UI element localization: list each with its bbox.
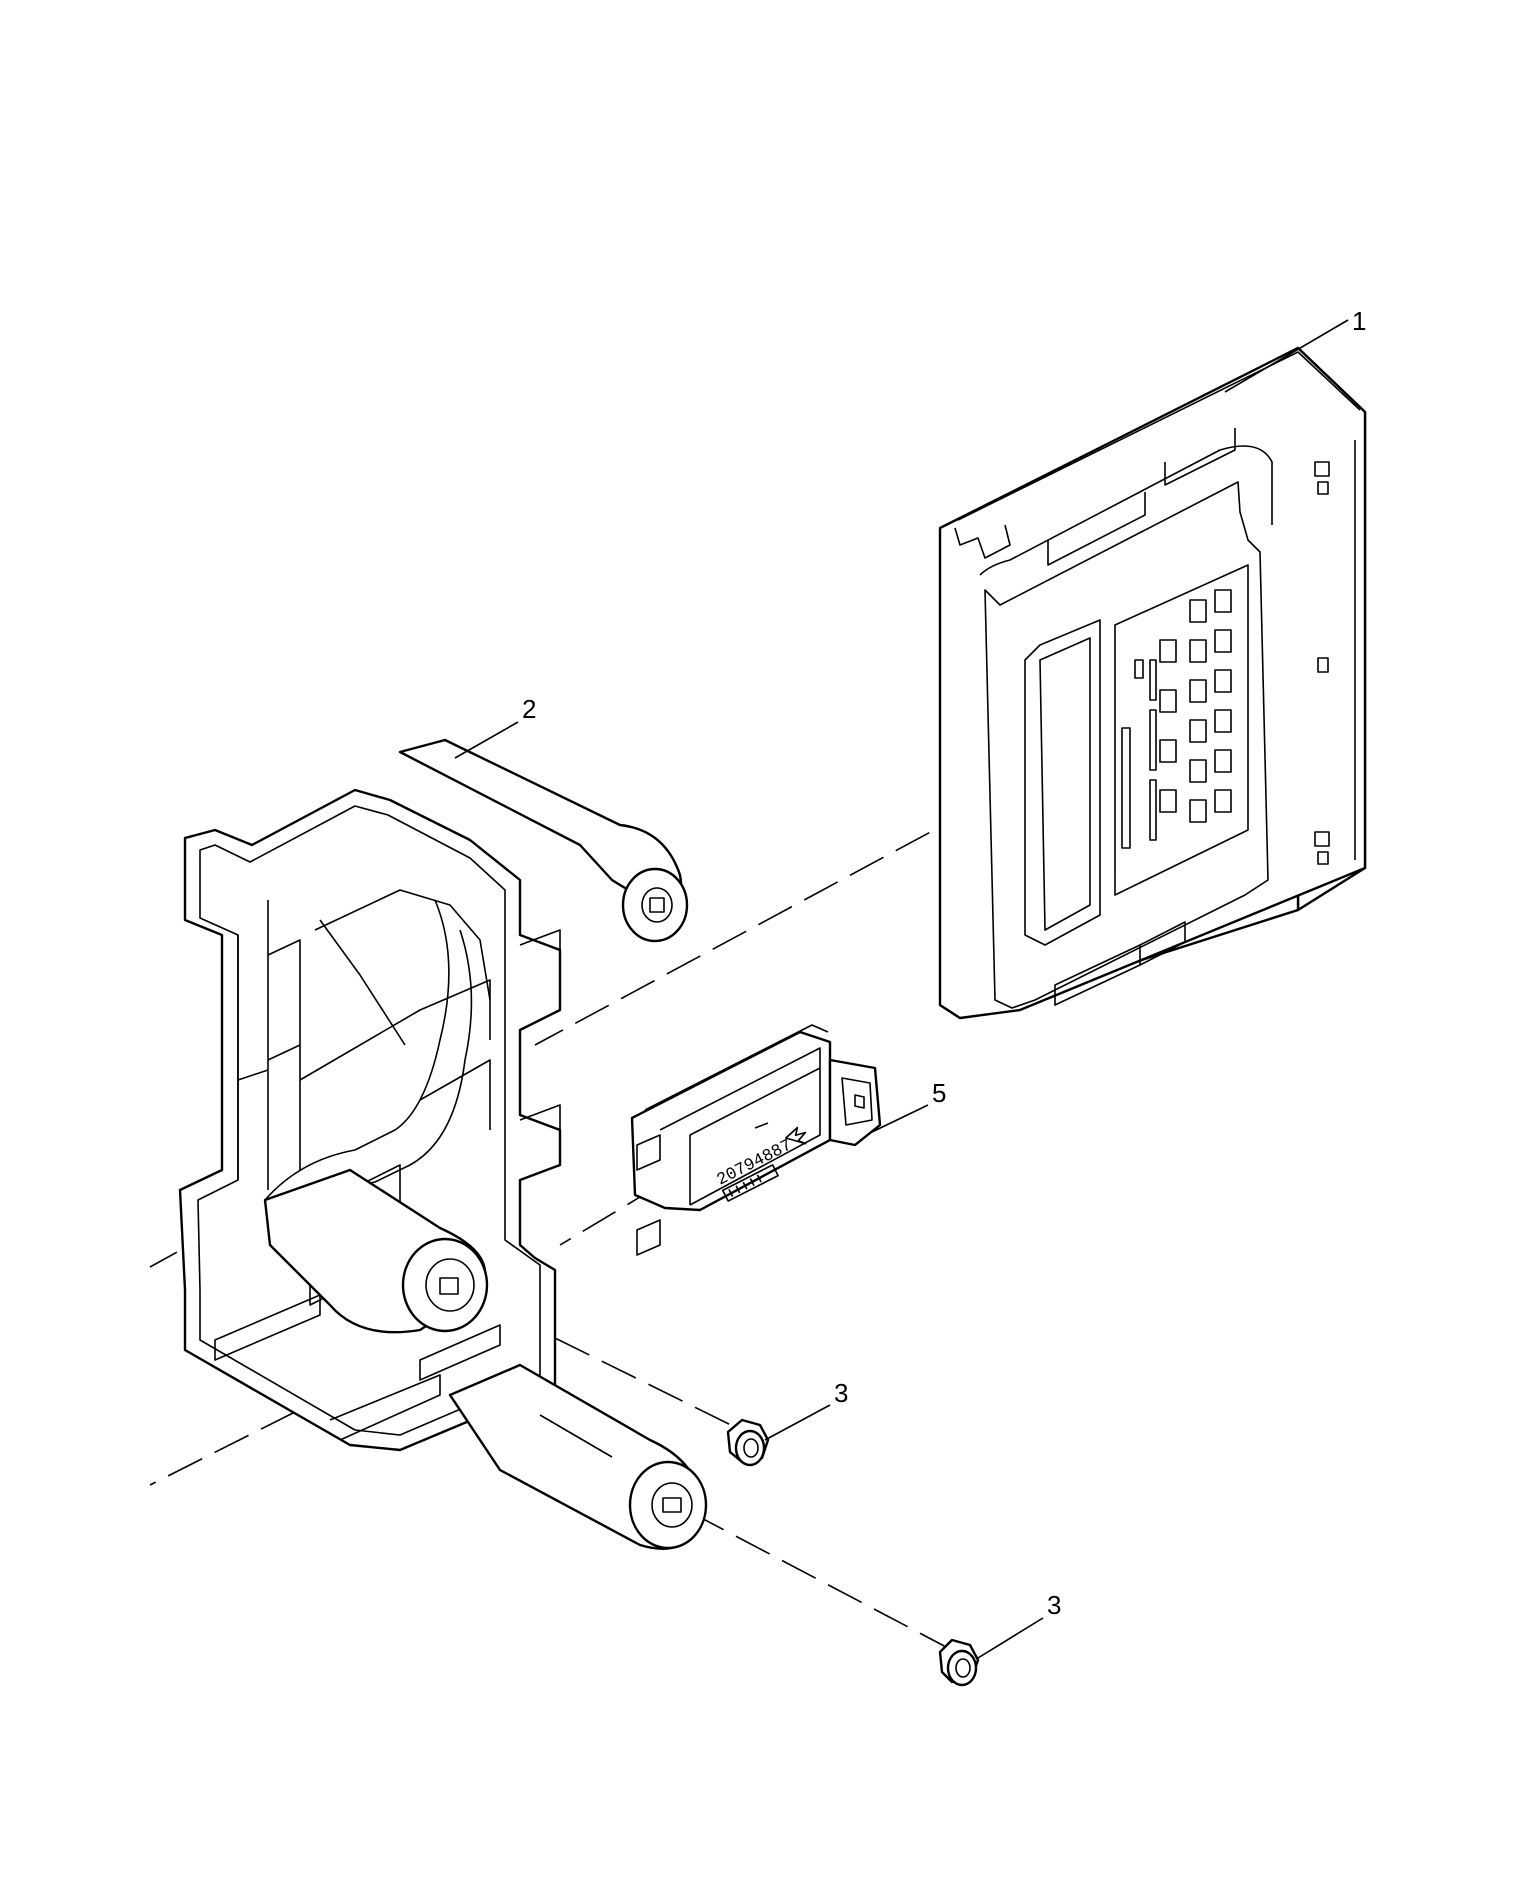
connector-pin-grid	[1121, 589, 1232, 849]
callout-3-upper: 3	[834, 1378, 848, 1408]
leader-line-1	[1224, 319, 1349, 393]
nut-part-3-lower	[938, 1638, 980, 1687]
callout-3-lower: 3	[1047, 1590, 1061, 1620]
leader-line-3-upper	[764, 1404, 831, 1441]
leader-line-2	[454, 721, 519, 759]
callouts: 1 2 3 3 5	[454, 306, 1366, 1659]
assembly-line-lower-nut	[689, 1511, 949, 1649]
leader-line-3-lower	[977, 1617, 1044, 1659]
assembly-line-module-to-bracket	[534, 807, 976, 1046]
sensor-module-part-5: 20794887	[630, 1024, 882, 1256]
callout-1: 1	[1352, 306, 1366, 336]
callout-2: 2	[522, 694, 536, 724]
assembly-lines	[149, 807, 976, 1649]
nut-part-3-upper	[726, 1418, 770, 1467]
control-module-part-1	[938, 346, 1367, 1020]
leader-line-5	[871, 1104, 929, 1133]
mounting-bracket-part-2	[178, 738, 708, 1550]
assembly-line-left-lower	[149, 1411, 296, 1486]
callout-5: 5	[932, 1078, 946, 1108]
